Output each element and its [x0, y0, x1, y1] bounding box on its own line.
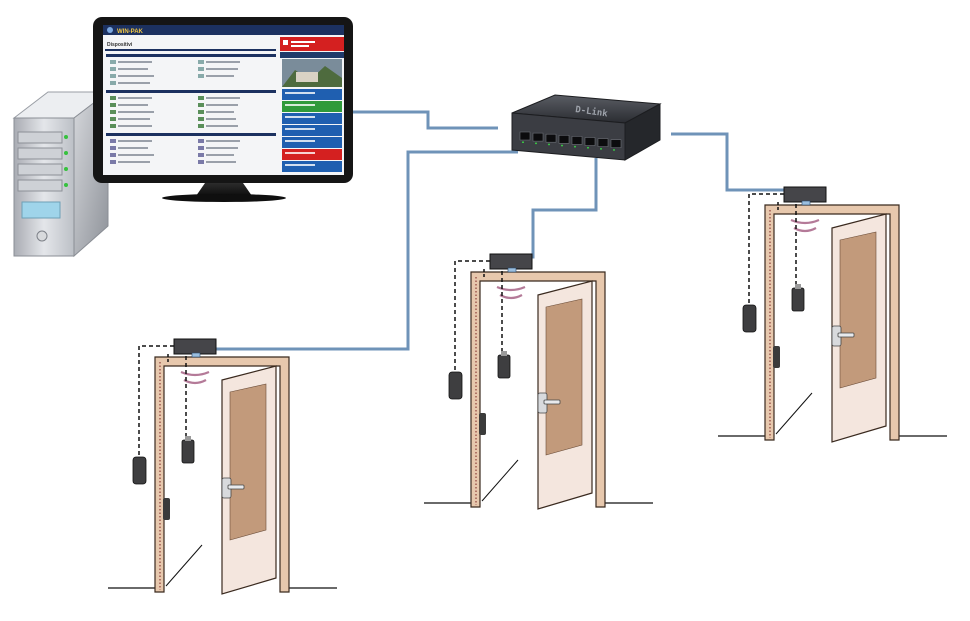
reader-bracket — [795, 284, 801, 289]
door-inset-panel — [545, 298, 583, 456]
device-list-group-3 — [106, 133, 276, 164]
rf-signal-icon — [793, 227, 817, 233]
app-title: WIN-PAK — [117, 29, 144, 35]
monitor-base — [162, 194, 286, 202]
access-controller — [783, 186, 827, 203]
ethernet-port — [571, 136, 583, 145]
status-led-icon — [64, 183, 68, 187]
power-button-icon — [36, 230, 48, 242]
controller-led-icon — [191, 352, 201, 358]
network-switch: D-Link — [511, 94, 662, 161]
port-led-icon — [613, 149, 615, 151]
port-led-icon — [587, 147, 589, 149]
event-card — [282, 89, 342, 100]
device-list-group-2 — [106, 90, 276, 128]
event-panel — [280, 37, 344, 172]
ethernet-port — [584, 137, 596, 146]
event-card — [282, 113, 342, 124]
door-3 — [718, 186, 947, 443]
drive-bay — [17, 147, 63, 160]
access-controller — [173, 338, 217, 355]
cable-switch-to-door-2 — [530, 158, 598, 259]
door-handle — [543, 399, 561, 405]
status-led-icon — [64, 167, 68, 171]
reader-bracket — [185, 436, 191, 441]
door-inset-panel — [229, 383, 267, 541]
door-contact — [479, 413, 486, 435]
access-controller — [489, 253, 533, 270]
ethernet-port — [545, 133, 557, 143]
reader-wire — [454, 260, 490, 372]
door-inset-panel — [839, 231, 877, 389]
rf-signal-icon — [183, 379, 207, 385]
rf-signal-icon — [180, 370, 210, 377]
port-led-icon — [561, 144, 563, 147]
cable-switch-to-door-3 — [671, 132, 785, 192]
switch-ports — [519, 131, 622, 151]
door-2 — [424, 253, 653, 510]
drive-bay — [17, 163, 63, 176]
cable-monitor-to-switch — [352, 110, 498, 130]
drive-bay — [17, 179, 63, 192]
reader-wire — [138, 345, 174, 457]
ethernet-port — [597, 138, 609, 147]
door-handle — [227, 484, 245, 490]
event-card — [282, 137, 342, 148]
door-contact — [163, 498, 170, 520]
card-reader — [742, 304, 757, 333]
controller-led-icon — [801, 200, 811, 206]
rf-signal-icon — [499, 294, 523, 300]
port-led-icon — [535, 142, 537, 145]
event-card — [282, 149, 342, 160]
rf-signal-icon — [790, 218, 820, 225]
controller-led-icon — [507, 267, 517, 273]
network-cables — [214, 110, 785, 351]
ethernet-port — [519, 131, 531, 141]
reader-wire — [748, 193, 784, 305]
ethernet-port — [558, 135, 570, 144]
device-list: Dispositivi — [105, 42, 276, 164]
reader-bracket — [501, 351, 507, 356]
door-swing-line — [165, 544, 203, 587]
port-led-icon — [600, 148, 602, 150]
switch-brand-label: D-Link — [575, 104, 609, 119]
port-led-icon — [548, 143, 550, 146]
port-led-icon — [522, 141, 524, 143]
keypad-reader — [181, 439, 195, 464]
alarm-icon — [283, 40, 288, 45]
event-card — [282, 125, 342, 136]
monitor: WIN-PAK Dispositivi — [93, 17, 353, 202]
ethernet-port — [532, 132, 544, 142]
door-1 — [108, 338, 337, 595]
door-swing-line — [775, 392, 813, 435]
monitor-stand — [196, 183, 252, 196]
status-led-icon — [64, 135, 68, 139]
device-list-group-1 — [106, 54, 276, 85]
door-handle — [837, 332, 855, 338]
door-swing-line — [481, 459, 519, 502]
card-reader — [132, 456, 147, 485]
door-contact — [773, 346, 780, 368]
event-card — [282, 161, 342, 172]
keypad-reader — [497, 354, 511, 379]
section-title: Dispositivi — [107, 42, 133, 48]
app-logo-icon — [107, 27, 113, 33]
card-reader — [448, 371, 463, 400]
keypad-reader — [791, 287, 805, 312]
cable-switch-to-door-1 — [214, 150, 518, 351]
drive-bay — [17, 131, 63, 144]
port-led-icon — [574, 145, 576, 148]
event-card — [282, 101, 342, 112]
server-tower — [12, 90, 110, 258]
lcd-panel — [21, 201, 61, 219]
status-led-icon — [64, 151, 68, 155]
ethernet-port — [610, 139, 622, 148]
rf-signal-icon — [496, 285, 526, 292]
